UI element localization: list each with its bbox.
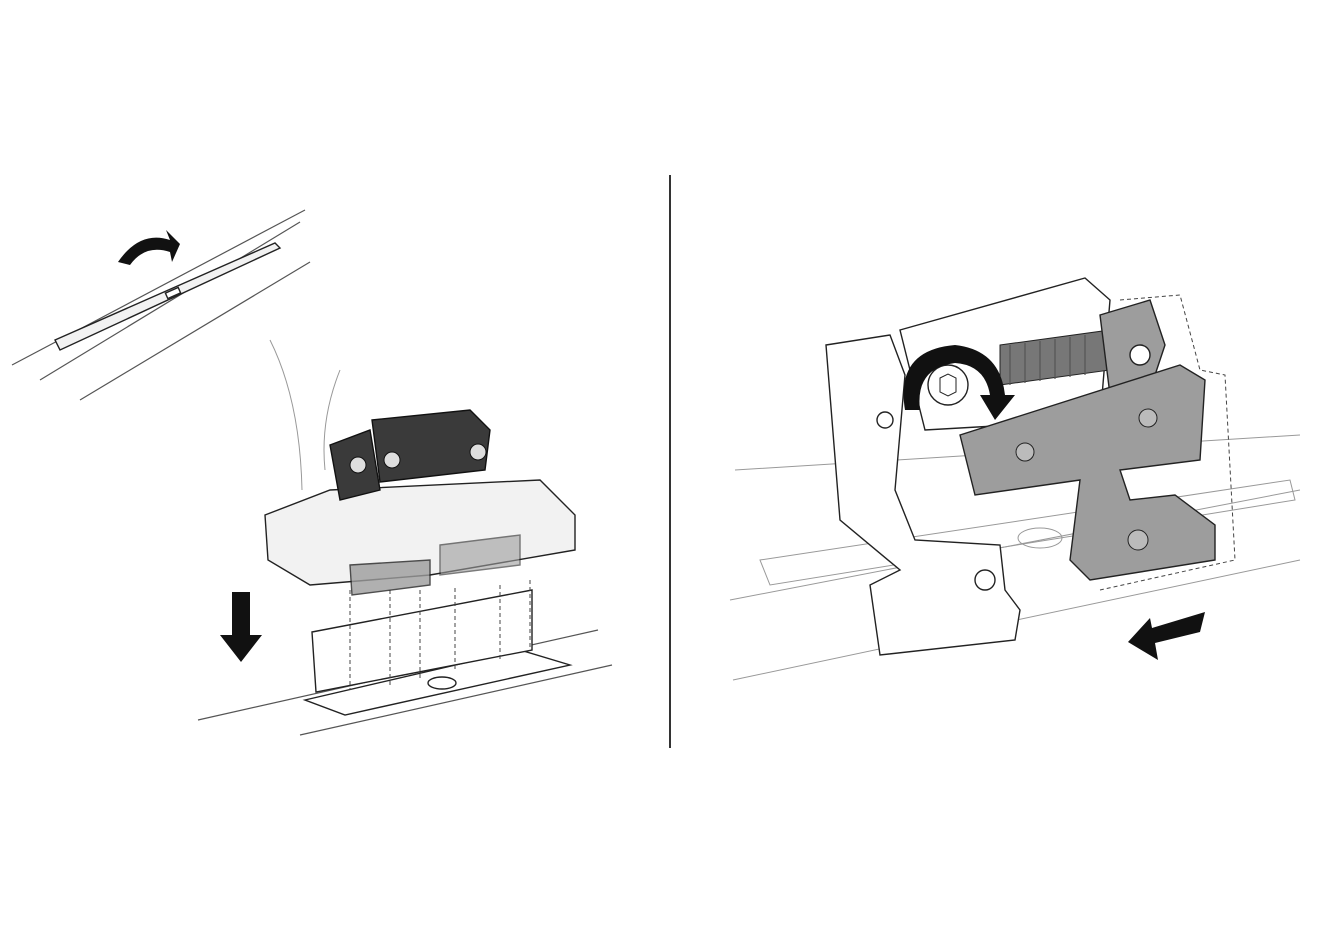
left-panel	[11, 209, 613, 736]
bolt-spring	[927, 329, 1111, 406]
roof-foot	[264, 339, 576, 596]
roof-rail-bottom	[197, 580, 613, 736]
curved-arrow-icon	[118, 230, 180, 265]
down-arrow-icon	[220, 592, 262, 662]
clamp-block	[371, 409, 491, 483]
left-arrow-icon	[1128, 612, 1205, 660]
right-panel	[729, 277, 1301, 681]
rotate-clockwise-icon	[903, 345, 1015, 420]
roof-rail-top	[11, 209, 311, 401]
mount-hole	[427, 676, 457, 690]
mount-plate	[311, 589, 533, 693]
bracket-grey	[959, 294, 1236, 591]
